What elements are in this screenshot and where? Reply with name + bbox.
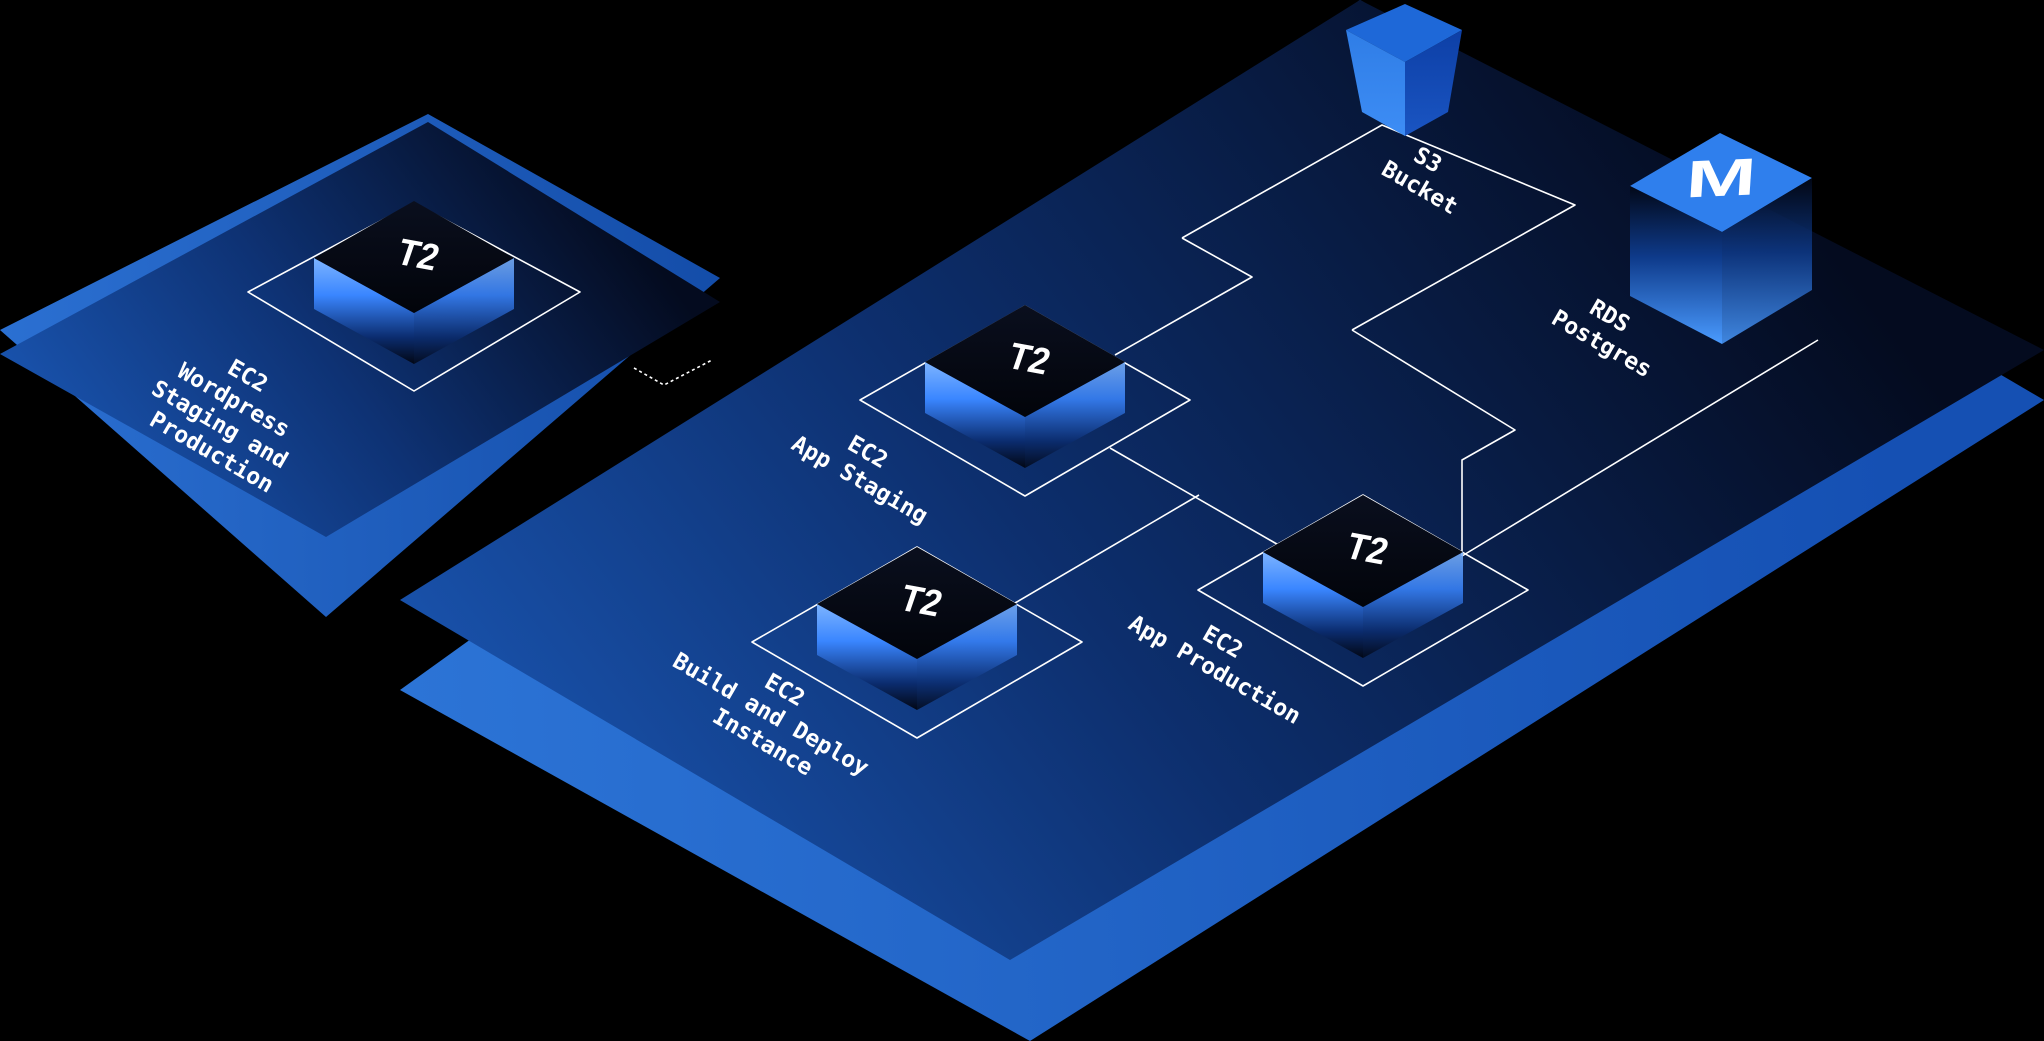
s3-bucket-frame xyxy=(1181,124,1576,331)
ec2-app-production-chip[interactable]: T2 xyxy=(1263,495,1463,658)
link-s3-app-production xyxy=(1351,329,1516,556)
link-app-staging-s3 xyxy=(1114,237,1253,356)
main-platform xyxy=(400,0,2044,1041)
s3-bucket-icon[interactable] xyxy=(1346,4,1462,136)
rds-badge-letter: M xyxy=(1684,147,1758,209)
ec2-build-deploy-chip[interactable]: T2 xyxy=(817,547,1017,710)
rds-postgres-icon[interactable]: M xyxy=(1630,133,1812,344)
connections xyxy=(1014,124,1819,604)
ec2-wordpress-chip[interactable]: T2 xyxy=(314,201,514,364)
rds-postgres-frame xyxy=(1461,339,1819,557)
wordpress-platform-notch xyxy=(633,359,713,386)
ec2-app-staging-chip[interactable]: T2 xyxy=(925,305,1125,468)
link-build-app-link xyxy=(1014,494,1200,604)
